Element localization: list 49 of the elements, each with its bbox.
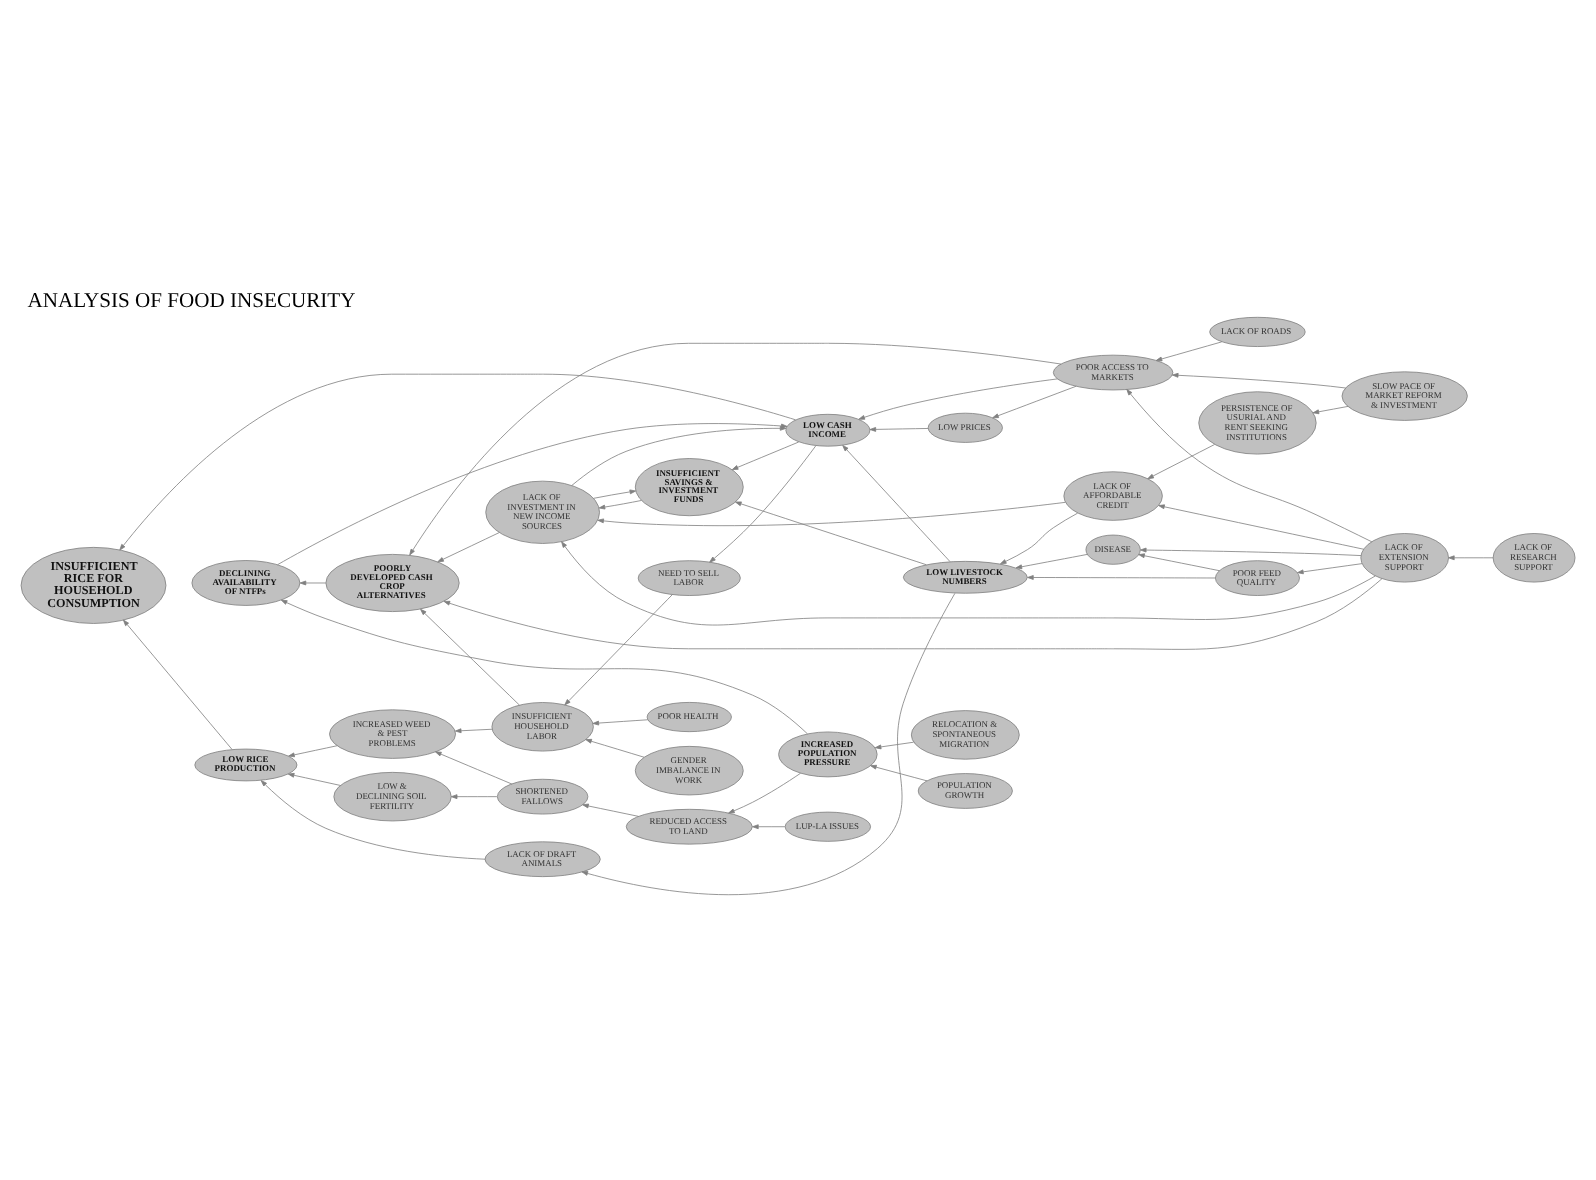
- arrow: [280, 598, 808, 734]
- arrow: [1138, 552, 1220, 571]
- arrow: [592, 718, 649, 725]
- arrow: [597, 500, 1066, 526]
- arrow: [752, 823, 786, 829]
- arrow: [1027, 574, 1216, 579]
- arrow: [299, 579, 327, 585]
- arrow: [287, 771, 341, 785]
- arrow: [709, 444, 817, 562]
- arrow: [1448, 554, 1494, 560]
- arrow: [581, 592, 956, 895]
- arrow: [571, 424, 787, 485]
- arrow: [1172, 371, 1346, 388]
- arrow: [260, 779, 486, 859]
- arrow: [593, 488, 637, 498]
- arrow: [443, 577, 1383, 649]
- arrow: [288, 744, 338, 757]
- arrow: [1140, 546, 1362, 555]
- arrow: [420, 607, 520, 705]
- arrow: [119, 372, 796, 550]
- arrow: [585, 737, 645, 757]
- arrow: [437, 531, 500, 562]
- arrow: [869, 426, 929, 431]
- arrow: [123, 618, 233, 749]
- arrow: [842, 444, 951, 561]
- arrow: [735, 500, 927, 565]
- arrow: [435, 750, 513, 784]
- arrow: [874, 740, 914, 749]
- arrow: [409, 341, 1062, 555]
- arrow: [1297, 562, 1363, 574]
- arrow: [564, 593, 673, 705]
- arrow: [731, 440, 800, 470]
- arrow: [561, 540, 1376, 625]
- arrow: [1155, 340, 1223, 361]
- arrow: [1015, 553, 1088, 569]
- arrow: [870, 763, 928, 781]
- arrow: [582, 802, 639, 816]
- arrow: [1158, 503, 1364, 549]
- arrow: [450, 793, 498, 799]
- arrow: [1312, 405, 1349, 414]
- arrow: [858, 377, 1058, 419]
- arrow: [454, 727, 493, 733]
- arrow: [277, 422, 788, 565]
- diagram-title: ANALYSIS OF FOOD INSECURITY: [27, 290, 356, 313]
- arrow: [728, 771, 801, 813]
- arrow: [598, 499, 642, 509]
- arrow: [992, 384, 1077, 418]
- arrow: [1147, 443, 1215, 479]
- arrow: [999, 511, 1079, 564]
